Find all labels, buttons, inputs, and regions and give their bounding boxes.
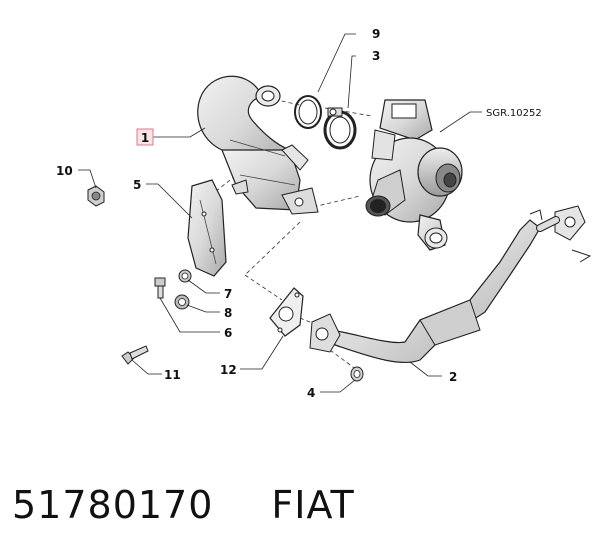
callout-label-6[interactable]: 6	[224, 326, 232, 340]
callout-label-3[interactable]: 3	[372, 49, 380, 63]
bolt-part-11[interactable]	[121, 345, 149, 365]
callout-label-4[interactable]: 4	[307, 386, 315, 400]
part-number: 51780170	[12, 483, 214, 527]
callout-label-10[interactable]: 10	[56, 164, 73, 178]
bolt-part-6[interactable]	[154, 277, 166, 299]
leader-lines	[78, 33, 482, 393]
washer-part-7[interactable]	[178, 269, 192, 283]
callout-label-5[interactable]: 5	[133, 178, 141, 192]
gasket-ring-part-9[interactable]	[294, 95, 322, 129]
callout-label-9[interactable]: 9	[372, 27, 380, 41]
callout-label-8[interactable]: 8	[224, 306, 232, 320]
nut-part-10[interactable]	[87, 185, 105, 207]
catalytic-converter-part-1[interactable]	[197, 75, 319, 215]
drawing-reference: SGR.10252	[486, 108, 542, 119]
diagram-drawing: 1 2 3 4 5 6 7 8 9 10 11 12 SGR.10252	[56, 27, 592, 400]
part-caption: 51780170 FIAT	[12, 486, 355, 524]
heat-shield-part-5[interactable]	[187, 179, 227, 277]
callout-1[interactable]: 1	[136, 128, 154, 146]
callout-label-2[interactable]: 2	[449, 370, 457, 384]
callout-label-11[interactable]: 11	[164, 368, 181, 382]
brand-name: FIAT	[271, 483, 355, 527]
callout-label-12[interactable]: 12	[220, 363, 237, 377]
flange-gasket-part-12[interactable]	[269, 287, 304, 337]
turbocharger[interactable]	[365, 99, 463, 251]
nut-part-4[interactable]	[350, 366, 364, 382]
exhaust-pipe-part-2[interactable]	[309, 205, 592, 364]
v-band-clamp-part-3[interactable]	[323, 107, 357, 150]
washer-part-8[interactable]	[174, 294, 190, 310]
callout-label-7[interactable]: 7	[224, 287, 232, 301]
callout-label-1: 1	[141, 131, 149, 145]
